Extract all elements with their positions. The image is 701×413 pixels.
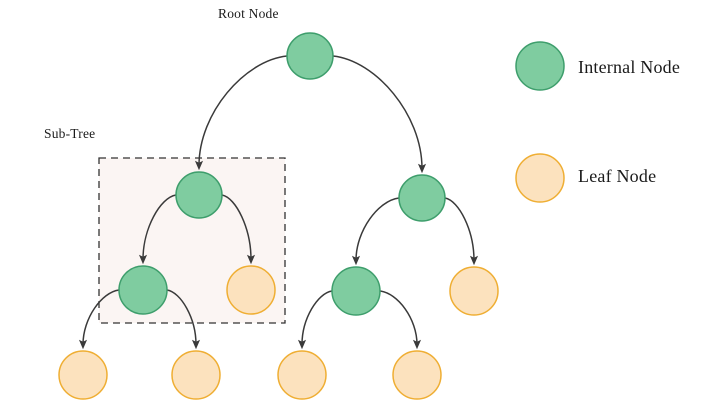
leaf-node-l3b[interactable]: [171, 350, 221, 400]
tree-edge-l2a-to-l3b: [166, 289, 201, 350]
leaf-node-l3d[interactable]: [392, 350, 442, 400]
internal-node-root[interactable]: [286, 32, 334, 80]
internal-node-l1a[interactable]: [175, 171, 223, 219]
internal-node-l2c[interactable]: [331, 266, 381, 316]
tree-edge-l2c-to-l3d: [379, 290, 422, 350]
internal-node-l2a[interactable]: [118, 265, 168, 315]
leaf-node-l3a[interactable]: [58, 350, 108, 400]
tree-edge-root-to-l1a: [194, 55, 288, 171]
tree-edge-l1b-to-l2d: [444, 197, 479, 266]
legend-label-internal-node: Internal Node: [578, 57, 681, 77]
tree-edges: [78, 55, 479, 350]
legend-swatch-leaf-node: [515, 153, 565, 203]
tree-edge-l2c-to-l3c: [297, 290, 333, 350]
leaf-node-l3c[interactable]: [277, 350, 327, 400]
leaf-node-l2d[interactable]: [449, 266, 499, 316]
leaf-node-l2b[interactable]: [226, 265, 276, 315]
subtree-label: Sub-Tree: [44, 126, 96, 141]
root-node-label: Root Node: [218, 6, 279, 21]
tree-edge-l1b-to-l2c: [351, 197, 400, 266]
tree-edge-l2a-to-l3a: [78, 289, 120, 350]
tree-nodes: [58, 32, 499, 400]
legend-markers: [515, 41, 565, 203]
tree-edge-l1a-to-l2a: [138, 194, 177, 265]
legend-swatch-internal-node: [515, 41, 565, 91]
tree-edge-root-to-l1b: [332, 55, 427, 174]
internal-node-l1b[interactable]: [398, 174, 446, 222]
tree-edge-l1a-to-l2b: [221, 194, 256, 265]
legend-label-leaf-node: Leaf Node: [578, 166, 657, 186]
